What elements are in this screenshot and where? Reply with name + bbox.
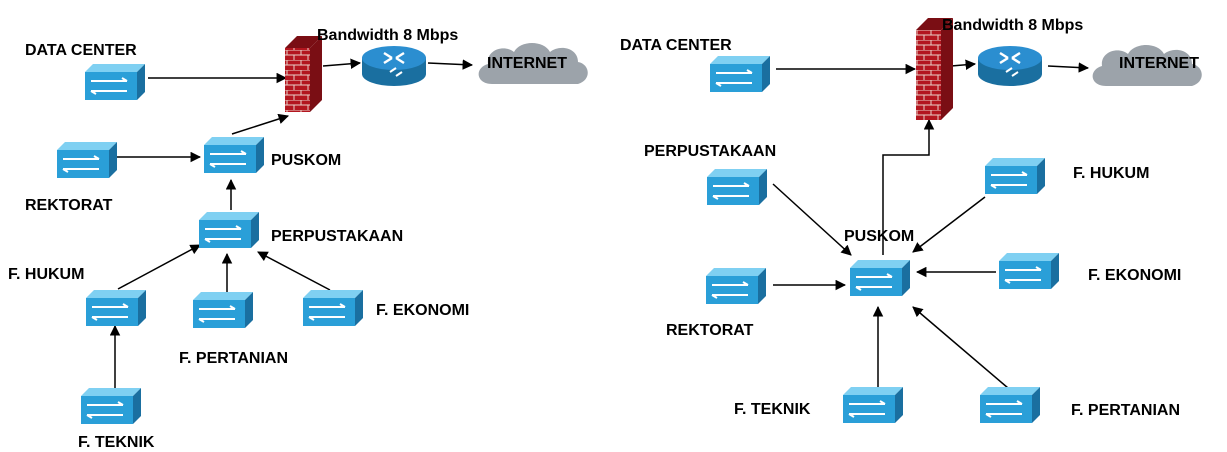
perpustakaan-label: PERPUSTAKAAN — [271, 228, 403, 245]
link-puskom-firewall-right — [882, 118, 935, 255]
link-router-internet — [427, 59, 474, 70]
router-icon — [360, 44, 428, 88]
f-hukum-switch-icon-right — [984, 157, 1046, 195]
f-pertanian-label-right: F. PERTANIAN — [1071, 402, 1180, 419]
link-ekonomi-perpustakaan — [257, 251, 331, 291]
f-teknik-switch-icon — [80, 387, 142, 425]
f-hukum-label: F. HUKUM — [8, 266, 84, 283]
link-puskom-firewall — [231, 113, 289, 135]
f-hukum-label-right: F. HUKUM — [1073, 165, 1149, 182]
bandwidth-label-right: Bandwidth 8 Mbps — [942, 17, 1083, 34]
internet-label: INTERNET — [487, 55, 567, 72]
perpustakaan-label-right: PERPUSTAKAAN — [644, 143, 776, 160]
f-teknik-label: F. TEKNIK — [78, 434, 155, 451]
puskom-label-right: PUSKOM — [844, 228, 914, 245]
rektorat-label: REKTORAT — [25, 197, 113, 214]
f-pertanian-switch-icon-right — [979, 386, 1041, 424]
rektorat-label-right: REKTORAT — [666, 322, 754, 339]
link-hukum-puskom-right — [912, 196, 986, 253]
f-hukum-switch-icon — [85, 289, 147, 327]
link-pertanian-puskom-right — [912, 306, 1009, 389]
data-center-switch-icon — [84, 63, 146, 101]
link-firewall-router-right — [950, 59, 977, 71]
router-icon-right — [976, 44, 1044, 88]
rektorat-switch-icon — [56, 141, 118, 179]
link-hukum-perpustakaan — [117, 244, 201, 290]
rektorat-switch-icon-right — [705, 267, 767, 305]
bandwidth-label: Bandwidth 8 Mbps — [317, 27, 458, 44]
left-topology: Bandwidth 8 Mbps INTERNET DATA CENTER PU… — [8, 27, 588, 451]
f-ekonomi-switch-icon-right — [998, 252, 1060, 290]
puskom-switch-icon-right — [849, 259, 911, 297]
f-teknik-switch-icon-right — [842, 386, 904, 424]
f-teknik-label-right: F. TEKNIK — [734, 401, 811, 418]
perpustakaan-switch-icon — [198, 211, 260, 249]
link-router-internet-right — [1047, 62, 1090, 73]
right-topology: Bandwidth 8 Mbps INTERNET DATA CENTER PE… — [620, 17, 1202, 424]
f-ekonomi-label: F. EKONOMI — [376, 302, 469, 319]
data-center-label: DATA CENTER — [25, 42, 137, 59]
data-center-label-right: DATA CENTER — [620, 37, 732, 54]
puskom-label: PUSKOM — [271, 152, 341, 169]
firewall-icon-right — [916, 18, 953, 120]
puskom-switch-icon — [203, 136, 265, 174]
link-perpustakaan-puskom-right — [772, 183, 852, 256]
f-pertanian-label: F. PERTANIAN — [179, 350, 288, 367]
data-center-switch-icon-right — [709, 55, 771, 93]
f-pertanian-switch-icon — [192, 291, 254, 329]
link-firewall-router — [322, 58, 362, 69]
f-ekonomi-switch-icon — [302, 289, 364, 327]
firewall-icon — [285, 36, 322, 112]
internet-label-right: INTERNET — [1119, 55, 1199, 72]
f-ekonomi-label-right: F. EKONOMI — [1088, 267, 1181, 284]
perpustakaan-switch-icon-right — [706, 168, 768, 206]
